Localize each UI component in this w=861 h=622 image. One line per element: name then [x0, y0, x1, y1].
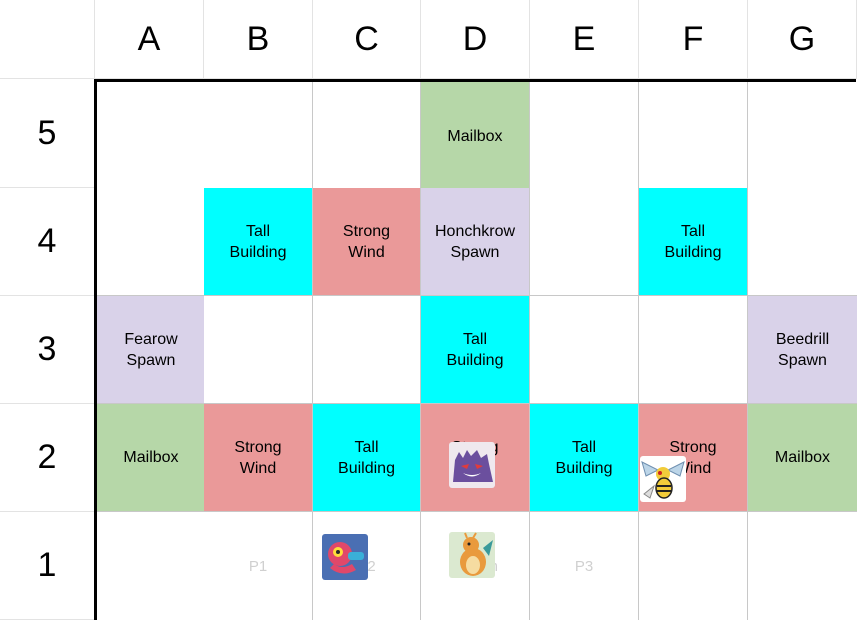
board-cell-g1[interactable]: [748, 512, 857, 620]
column-header-e: E: [530, 0, 639, 79]
board-cell-b3[interactable]: [204, 296, 313, 404]
board-cell-b1[interactable]: P1: [204, 512, 313, 620]
board-cell-f3[interactable]: [639, 296, 748, 404]
column-header-b: B: [204, 0, 313, 79]
board-cell-c2[interactable]: Tall Building: [313, 404, 421, 512]
row-header-2: 2: [0, 404, 95, 512]
board-cell-c5[interactable]: [313, 82, 421, 191]
row-header-4: 4: [0, 188, 95, 296]
board-cell-e3[interactable]: [530, 296, 639, 404]
dragonite-sprite-icon[interactable]: [449, 532, 495, 578]
beedrill-sprite-icon[interactable]: [640, 456, 686, 502]
board-cell-g3[interactable]: Beedrill Spawn: [748, 296, 857, 404]
board-cell-a1[interactable]: [97, 512, 206, 620]
board-cell-f5[interactable]: [639, 82, 748, 191]
column-header-d: D: [421, 0, 530, 79]
board-cell-d3[interactable]: Tall Building: [421, 296, 530, 404]
corner-cell: [0, 0, 95, 79]
board-cell-f1[interactable]: [639, 512, 748, 620]
board-cell-b5[interactable]: [204, 82, 313, 191]
board-cell-f4[interactable]: Tall Building: [639, 188, 748, 296]
board-cell-a5[interactable]: [97, 82, 206, 191]
board-cell-a2[interactable]: Mailbox: [97, 404, 206, 512]
column-header-g: G: [748, 0, 857, 79]
row-header-1: 1: [0, 512, 95, 620]
board-cell-b4[interactable]: Tall Building: [204, 188, 313, 296]
board-cell-e5[interactable]: [530, 82, 639, 191]
board-cell-a3[interactable]: Fearow Spawn: [97, 296, 206, 404]
board-cell-b2[interactable]: Strong Wind: [204, 404, 313, 512]
row-header-3: 3: [0, 296, 95, 404]
board-cell-e1[interactable]: P3: [530, 512, 639, 620]
board-cell-d5[interactable]: Mailbox: [421, 82, 530, 191]
gengar-sprite-icon[interactable]: [449, 442, 495, 488]
column-header-c: C: [313, 0, 421, 79]
board-cell-c4[interactable]: Strong Wind: [313, 188, 421, 296]
row-header-5: 5: [0, 79, 95, 188]
column-header-f: F: [639, 0, 748, 79]
board-cell-g4[interactable]: [748, 188, 857, 296]
board-cell-d4[interactable]: Honchkrow Spawn: [421, 188, 530, 296]
board-cell-a4[interactable]: [97, 188, 206, 296]
column-header-a: A: [95, 0, 204, 79]
board-cell-e2[interactable]: Tall Building: [530, 404, 639, 512]
board-cell-g2[interactable]: Mailbox: [748, 404, 857, 512]
board-cell-g5[interactable]: [748, 82, 857, 191]
board-cell-e4[interactable]: [530, 188, 639, 296]
board-cell-c3[interactable]: [313, 296, 421, 404]
porygon-z-sprite-icon[interactable]: [322, 534, 368, 580]
